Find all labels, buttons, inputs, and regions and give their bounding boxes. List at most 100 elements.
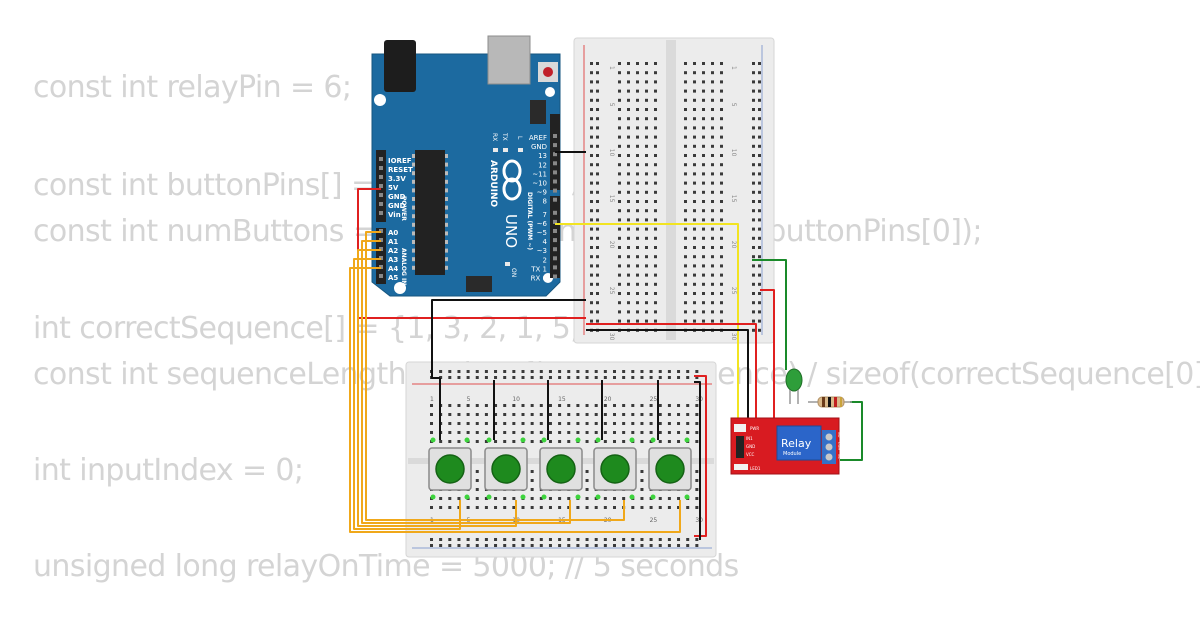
power-pin[interactable] <box>379 157 383 161</box>
analog-pin[interactable] <box>379 274 383 278</box>
relay-terminal-nc: NC <box>837 454 841 460</box>
digital-pin-label: ~9 <box>537 189 547 197</box>
breadboard-top-row-number: 30 <box>608 333 615 341</box>
breadboard-top-row-number: 30 <box>730 333 737 341</box>
power-pin[interactable] <box>379 193 383 197</box>
wire-gnd-black-2 <box>431 299 586 379</box>
power-pin[interactable] <box>379 184 383 188</box>
push-button[interactable] <box>484 437 528 500</box>
digital-pin[interactable] <box>553 197 557 202</box>
digital-pin[interactable] <box>553 256 557 261</box>
power-pin-label: RESET <box>388 166 413 174</box>
digital-pin-label: 4 <box>543 238 548 246</box>
power-pin-label: GND <box>388 202 406 210</box>
code-line-relay-pin: const int relayPin = 6; <box>33 70 352 105</box>
power-pin-label: 5V <box>388 184 399 192</box>
led-label-tx: TX <box>501 132 508 141</box>
analog-pin-label: A3 <box>388 256 398 264</box>
power-jack <box>384 40 416 92</box>
push-buttons[interactable] <box>428 437 692 500</box>
digital-pin[interactable] <box>553 152 557 157</box>
digital-pin[interactable] <box>553 143 557 148</box>
digital-pin[interactable] <box>553 238 557 243</box>
status-leds: RX TX L <box>491 132 523 266</box>
breadboard-bottom-col-number: 1 <box>430 396 434 403</box>
push-button[interactable] <box>648 437 692 500</box>
wire-a3-orange <box>353 258 461 530</box>
analog-header-label: ANALOG IN <box>400 248 407 285</box>
digital-pin[interactable] <box>553 210 557 215</box>
power-pin[interactable] <box>379 202 383 206</box>
digital-pin-label: 2 <box>543 256 547 264</box>
digital-pin[interactable] <box>553 274 557 279</box>
breadboard-top-row-number: 5 <box>730 103 737 107</box>
digital-pin-label: TX 1 <box>530 265 547 273</box>
arduino-brand-label: ARDUINO <box>488 160 498 208</box>
power-pin-label: Vin <box>388 211 401 219</box>
digital-pin[interactable] <box>553 265 557 270</box>
breadboard-top-row-number: 10 <box>730 149 737 157</box>
breadboard-bottom-col-number: 15 <box>558 396 566 403</box>
digital-pin-label: 8 <box>543 198 547 206</box>
power-pin-label: IOREF <box>388 157 412 165</box>
digital-pin[interactable] <box>553 170 557 175</box>
digital-pin[interactable] <box>553 161 557 166</box>
relay-label: Relay <box>781 437 812 450</box>
wire-relay-signal-yellow <box>555 223 739 432</box>
breadboard-top-row-number: 1 <box>730 66 737 70</box>
analog-pin-label: A4 <box>388 265 398 273</box>
breadboard-bottom-col-number: 25 <box>650 517 658 524</box>
digital-pin-label: ~10 <box>532 180 547 188</box>
digital-pin-label: RX 0 <box>531 275 547 283</box>
digital-pin-label: 12 <box>538 161 547 169</box>
breadboard-bottom-col-number: 10 <box>512 396 520 403</box>
power-pin[interactable] <box>379 166 383 170</box>
relay-sublabel: Module <box>783 451 801 457</box>
led-label-l: L <box>516 136 523 140</box>
breadboard-top-row-number: 25 <box>730 287 737 295</box>
breadboard-top-row-number: 20 <box>730 241 737 249</box>
analog-pin-label: A5 <box>388 274 398 282</box>
digital-pin[interactable] <box>553 188 557 193</box>
wire-resistor-green <box>840 401 863 461</box>
digital-pin[interactable] <box>553 134 557 138</box>
arduino-uno-board[interactable]: ARDUINO UNO DIGITAL (PWM ~) ANALOG IN PO… <box>371 35 561 297</box>
resistor[interactable] <box>808 396 852 408</box>
usb-port <box>487 35 531 85</box>
digital-pin-label: GND <box>531 143 547 151</box>
push-button[interactable] <box>428 437 472 500</box>
breadboard-top-row-number: 20 <box>608 241 615 249</box>
power-pin[interactable] <box>379 175 383 179</box>
arduino-model-label: UNO <box>502 214 520 248</box>
digital-pin[interactable] <box>553 229 557 233</box>
green-led[interactable] <box>785 368 803 404</box>
analog-pin-label: A1 <box>388 238 398 246</box>
digital-pin-label: 7 <box>543 211 547 219</box>
relay-module[interactable]: Relay Module PWR LED1 IN1 GND VCC NO COM… <box>730 417 841 475</box>
code-line-input-index: int inputIndex = 0; <box>33 453 304 488</box>
relay-led-pwr: PWR <box>750 426 759 431</box>
breadboard-top-row-number: 5 <box>608 103 615 107</box>
digital-pin-label: ~5 <box>537 229 547 237</box>
wire-a0-orange <box>365 231 625 521</box>
led-label-rx: RX <box>491 133 498 141</box>
push-button[interactable] <box>593 437 637 500</box>
wire-bottom-rail-black <box>694 381 701 540</box>
digital-pin[interactable] <box>553 179 557 184</box>
wire-a1-orange <box>361 240 571 524</box>
breadboard-top-row-number: 10 <box>608 149 615 157</box>
power-pin[interactable] <box>379 211 383 215</box>
digital-pin-label: AREF <box>529 134 547 142</box>
breadboard-bottom-col-number: 5 <box>467 396 471 403</box>
push-button[interactable] <box>539 437 583 500</box>
digital-pin[interactable] <box>553 247 557 252</box>
digital-pin[interactable] <box>553 219 557 224</box>
wires[interactable] <box>349 151 863 540</box>
analog-pin-label: A2 <box>388 247 398 255</box>
wire-led-green <box>752 259 787 370</box>
